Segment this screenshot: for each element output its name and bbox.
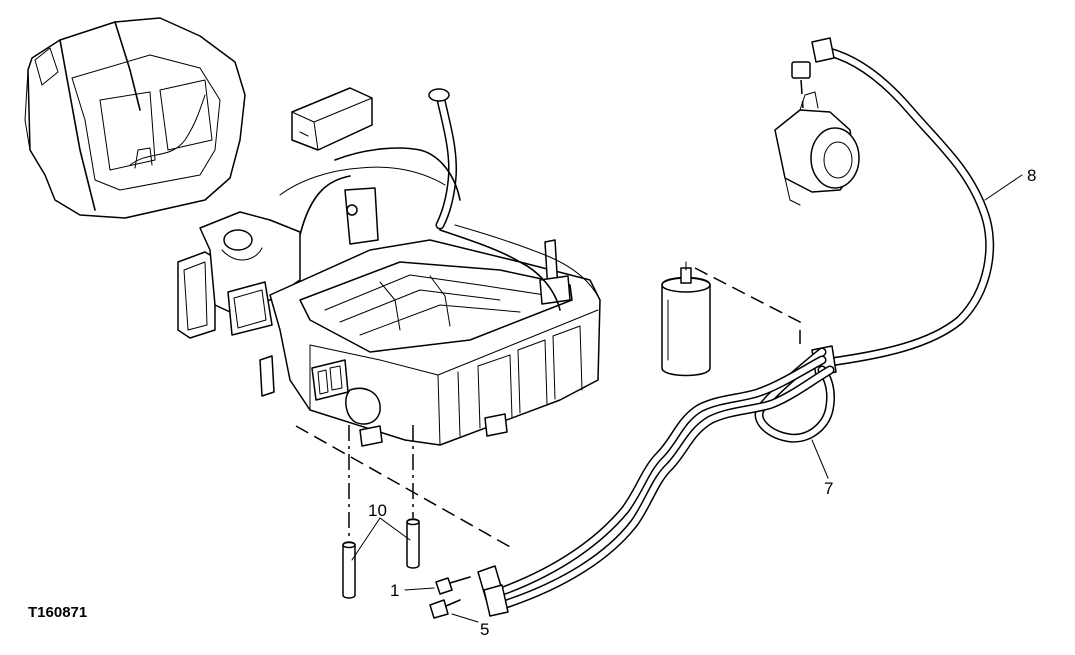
- callout-7: 7: [824, 479, 833, 498]
- callout-leaders: [351, 174, 1023, 623]
- callout-8: 8: [1027, 166, 1036, 185]
- refrigerant-lines: [477, 355, 835, 617]
- compressor: [774, 61, 860, 206]
- hose-8: [811, 37, 995, 377]
- callout-10: 10: [368, 501, 387, 520]
- assembly-guide-lines: [295, 267, 801, 549]
- figure-id: T160871: [28, 604, 87, 621]
- callout-5: 5: [480, 620, 489, 639]
- cap-screws: [429, 576, 471, 619]
- drain-tubes: [342, 518, 420, 599]
- hose-7: [754, 347, 835, 443]
- hvac-unit: [177, 187, 601, 447]
- callout-1: 1: [390, 581, 399, 600]
- control-module: [291, 87, 373, 151]
- upper-duct-tube: [279, 88, 461, 236]
- receiver-drier: [661, 261, 711, 377]
- cab-illustration: [24, 17, 246, 219]
